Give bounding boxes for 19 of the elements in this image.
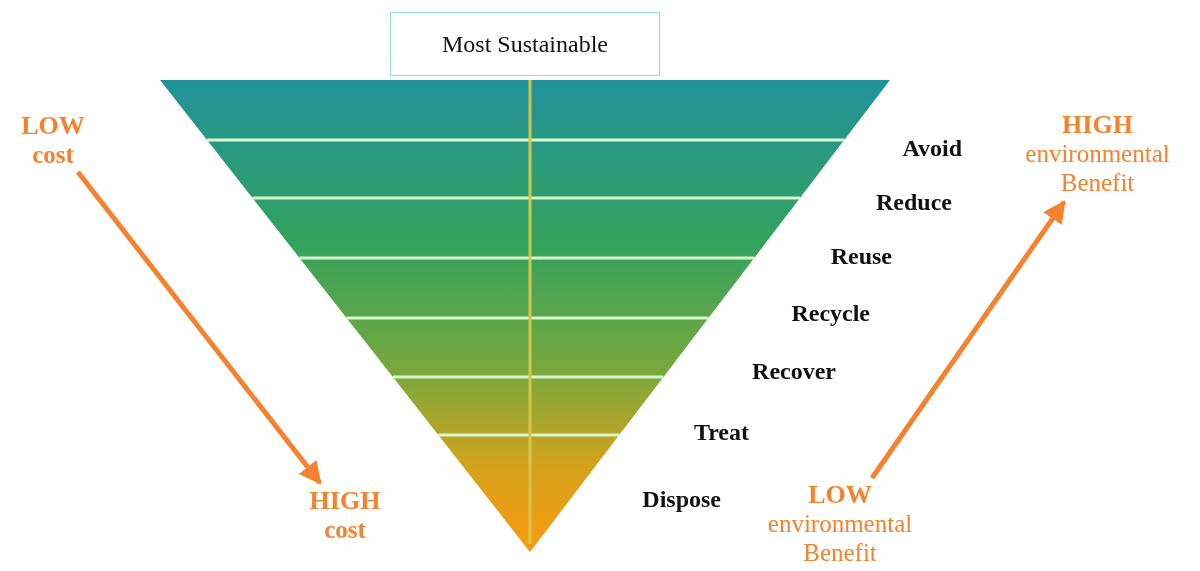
title-text: Most Sustainable	[442, 30, 608, 58]
level-text: cost	[32, 140, 74, 170]
tier-label: Treat	[693, 418, 749, 446]
level-heading: LOW	[808, 480, 872, 511]
level-heading: HIGH	[1062, 110, 1133, 141]
tier-label: Recover	[752, 357, 836, 385]
tier-label: Recycle	[791, 299, 870, 327]
tier-label: Avoid	[902, 134, 962, 162]
tier-label: Dispose	[642, 485, 721, 513]
arrow	[75, 170, 323, 485]
arrow	[869, 200, 1067, 480]
level-text: cost	[324, 515, 366, 545]
level-heading: LOW	[21, 110, 85, 141]
tier-label: Reduce	[876, 188, 952, 216]
tier-label: Reuse	[830, 242, 892, 270]
level-text: environmental Benefit	[766, 510, 914, 568]
level-text: environmental Benefit	[1024, 140, 1171, 198]
level-heading: HIGH	[309, 485, 381, 516]
title-box	[390, 12, 660, 76]
